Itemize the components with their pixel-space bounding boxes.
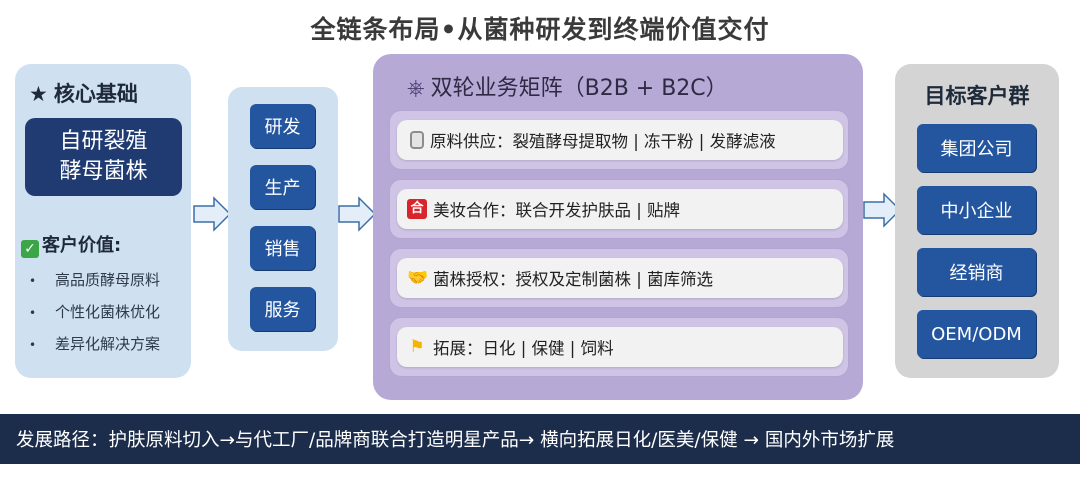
- business-matrix-heading-text: 双轮业务矩阵（B2B + B2C）: [430, 76, 728, 101]
- business-matrix-heading: ⎈双轮业务矩阵（B2B + B2C）: [407, 70, 728, 102]
- bullet-icon: •: [29, 306, 37, 320]
- business-row-expansion: ⚑ 拓展：日化 | 保健 | 饲料: [389, 317, 849, 377]
- business-row-text: 菌株授权：授权及定制菌株 | 菌库筛选: [433, 270, 714, 289]
- flow-arrow-icon: [863, 192, 902, 228]
- customer-oem-odm: OEM/ODM: [917, 310, 1036, 358]
- customer-smb: 中小企业: [917, 186, 1036, 234]
- check-icon: ✓: [21, 240, 39, 258]
- stage-service: 服务: [250, 287, 315, 331]
- yeast-strain-box: 自研裂殖 酵母菌株: [25, 118, 182, 196]
- core-box-line1: 自研裂殖: [59, 129, 148, 154]
- customer-group-enterprise: 集团公司: [917, 124, 1036, 172]
- flow-arrow-icon: [193, 196, 232, 232]
- stage-research: 研发: [250, 104, 315, 148]
- development-path-text: 发展路径：护肤原料切入→与代工厂/品牌商联合打造明星产品→ 横向拓展日化/医美/…: [16, 430, 895, 451]
- target-customers-heading: 目标客户群: [924, 84, 1030, 108]
- customer-value-heading: ✓客户价值:: [21, 231, 121, 258]
- handshake-icon: 🤝: [407, 268, 429, 288]
- value-chain-stages-panel: 研发 生产 销售 服务: [228, 87, 338, 351]
- list-item: •高品质酵母原料: [29, 264, 160, 296]
- business-row-text: 美妆合作：联合开发护肤品 | 贴牌: [433, 201, 681, 220]
- business-matrix-panel: ⎈双轮业务矩阵（B2B + B2C） 原料供应：裂殖酵母提取物 | 冻干粉 | …: [373, 54, 863, 400]
- stage-sales: 销售: [250, 226, 315, 270]
- core-box-line2: 酵母菌株: [59, 159, 148, 184]
- business-row-raw-material: 原料供应：裂殖酵母提取物 | 冻干粉 | 发酵滤液: [389, 110, 849, 170]
- star-icon: ★: [29, 82, 48, 106]
- customer-value-text: 客户价值:: [42, 235, 122, 256]
- flag-icon: ⚑: [409, 337, 425, 357]
- jar-icon: [410, 131, 424, 149]
- red-badge-icon: 合: [407, 199, 427, 219]
- target-customers-panel: 目标客户群 集团公司 中小企业 经销商 OEM/ODM: [895, 64, 1059, 378]
- stage-production: 生产: [250, 165, 315, 209]
- business-row-licensing: 🤝 菌株授权：授权及定制菌株 | 菌库筛选: [389, 248, 849, 308]
- development-path-bar: 发展路径：护肤原料切入→与代工厂/品牌商联合打造明星产品→ 横向拓展日化/医美/…: [0, 414, 1080, 464]
- core-foundation-heading: ★核心基础: [29, 78, 138, 108]
- customer-value-list: •高品质酵母原料 •个性化菌株优化 •差异化解决方案: [29, 264, 160, 360]
- core-foundation-panel: ★核心基础 自研裂殖 酵母菌株 ✓客户价值: •高品质酵母原料 •个性化菌株优化…: [15, 64, 191, 378]
- bullet-icon: •: [29, 274, 37, 288]
- ship-wheel-icon: ⎈: [407, 76, 425, 101]
- flow-arrow-icon: [338, 196, 377, 232]
- diagram-title: 全链条布局•从菌种研发到终端价值交付: [310, 15, 770, 44]
- core-heading-text: 核心基础: [53, 82, 138, 106]
- business-row-text: 拓展：日化 | 保健 | 饲料: [433, 339, 614, 358]
- list-item: •个性化菌株优化: [29, 296, 160, 328]
- business-row-cosmetics: 合 美妆合作：联合开发护肤品 | 贴牌: [389, 179, 849, 239]
- bullet-icon: •: [29, 338, 37, 352]
- customer-distributor: 经销商: [917, 248, 1036, 296]
- list-item: •差异化解决方案: [29, 328, 160, 360]
- business-row-text: 原料供应：裂殖酵母提取物 | 冻干粉 | 发酵滤液: [430, 132, 776, 151]
